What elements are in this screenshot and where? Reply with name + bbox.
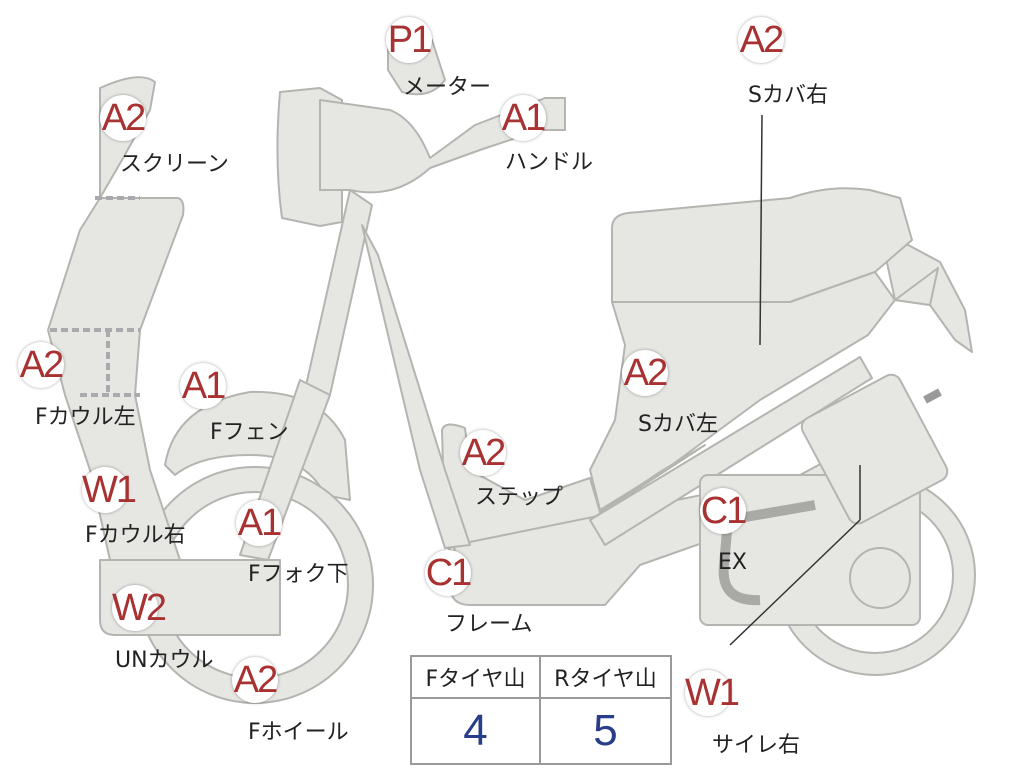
grade-badge-frame: C1 (425, 550, 472, 596)
part-label-s-cover-left: Sカバ左 (638, 412, 718, 437)
part-label-f-wheel: Fホイール (248, 720, 349, 745)
grade-badge-s-cover-right: A2 (738, 17, 784, 63)
seat-part (611, 187, 913, 303)
grade-badge-screen: A2 (100, 95, 146, 141)
front-tire-header: Fタイヤ山 (412, 657, 541, 699)
part-label-meter: メーター (403, 75, 492, 100)
part-label-f-fork-lower: Fフォク下 (248, 562, 349, 587)
part-label-f-cowl-left: Fカウル左 (35, 405, 136, 430)
silencer-part (800, 373, 949, 525)
side-cover-part (589, 267, 939, 511)
part-label-handle: ハンドル (505, 150, 594, 175)
rear-hub (849, 547, 911, 609)
grade-badge-un-cowl: W2 (112, 585, 167, 631)
part-label-step: ステップ (475, 485, 564, 510)
grade-badge-meter: P1 (386, 17, 432, 63)
part-label-ex: EX (718, 550, 747, 575)
grade-badge-f-fender: A1 (180, 363, 226, 409)
silencer-right-leader (729, 519, 861, 646)
part-label-s-cover-right: Sカバ右 (748, 83, 828, 108)
front-cowl-part (47, 76, 185, 561)
part-label-silencer-right: サイレ右 (712, 733, 801, 758)
grade-badge-silencer-right: W1 (685, 670, 740, 716)
tire-tread-table: Fタイヤ山 Rタイヤ山 4 5 (410, 655, 672, 765)
grade-badge-f-fork-lower: A1 (236, 500, 282, 546)
part-label-un-cowl: UNカウル (115, 648, 214, 673)
frame-diagonal-part (589, 356, 873, 546)
part-label-frame: フレーム (445, 612, 533, 637)
grade-badge-ex: C1 (700, 488, 747, 534)
grade-badge-f-cowl-right: W1 (82, 467, 137, 513)
grade-badge-f-cowl-left: A2 (18, 342, 64, 388)
part-label-f-cowl-right: Fカウル右 (85, 523, 186, 548)
grade-badge-handle: A1 (500, 95, 546, 141)
grade-badge-s-cover-left: A2 (622, 350, 668, 396)
grade-badge-f-wheel: A2 (232, 657, 278, 703)
front-tire-value: 4 (412, 699, 541, 763)
grade-badge-step: A2 (460, 430, 506, 476)
front-frame-tube (361, 224, 471, 549)
part-label-screen: スクリーン (120, 152, 229, 177)
rear-tire-value: 5 (593, 706, 618, 755)
s-cover-right-leader (759, 114, 763, 346)
exhaust-pipe (718, 500, 816, 606)
part-label-f-fender: Fフェン (210, 420, 289, 445)
rear-tire-header: Rタイヤ山 (541, 657, 670, 699)
